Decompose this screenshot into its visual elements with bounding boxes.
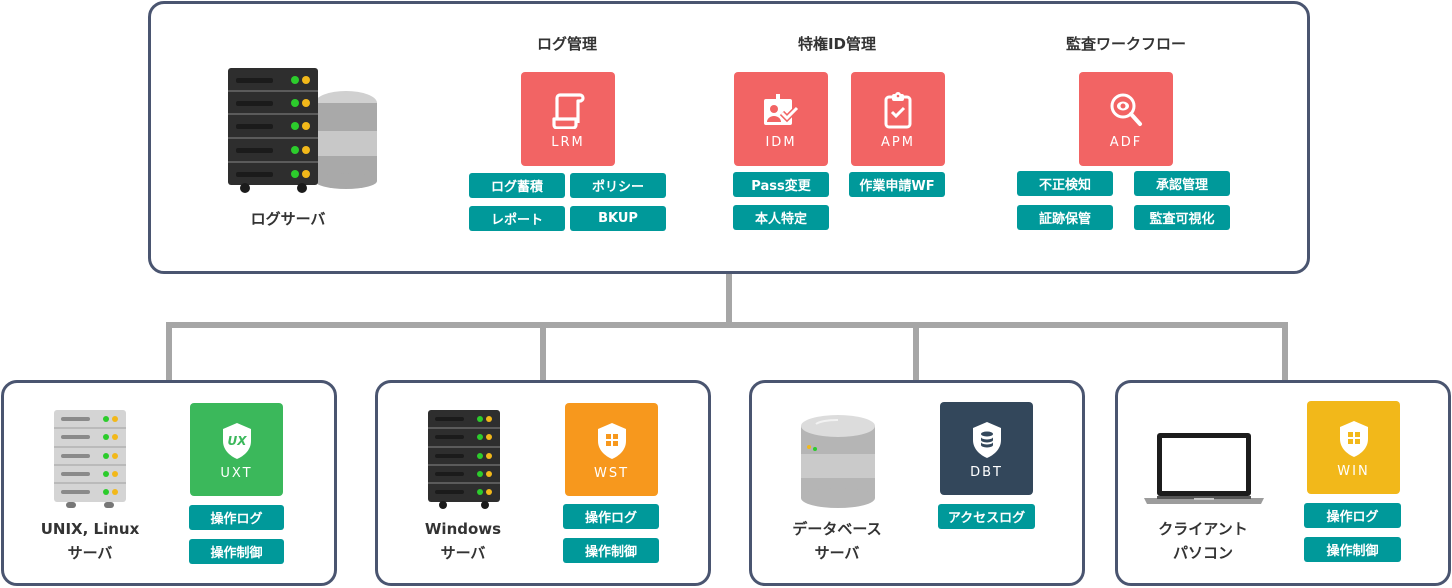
product-apm[interactable]: APM	[851, 72, 945, 166]
product-lrm[interactable]: LRM	[521, 72, 615, 166]
shield-windows-icon	[592, 421, 632, 461]
connector-trunk	[726, 272, 732, 328]
product-idm[interactable]: IDM	[734, 72, 828, 166]
product-code: IDM	[765, 135, 797, 150]
unix-server-label: UNIX, Linux サーバ	[40, 520, 140, 562]
log-server-icon	[228, 68, 378, 194]
shield-database-icon	[967, 420, 1007, 460]
product-code: APM	[881, 135, 915, 150]
product-uxt[interactable]: UX UXT	[190, 403, 283, 496]
windows-server-icon	[428, 410, 500, 514]
tag-work-request-wf: 作業申請WF	[849, 172, 945, 197]
unix-server-icon	[54, 410, 126, 514]
tag-log-accumulation: ログ蓄積	[469, 173, 565, 198]
connector-drop-1	[166, 322, 172, 382]
laptop-icon	[1142, 432, 1266, 512]
connector-drop-4	[1282, 322, 1288, 382]
tag-operation-control: 操作制御	[563, 538, 659, 563]
product-dbt[interactable]: DBT	[940, 402, 1033, 495]
product-win[interactable]: WIN	[1307, 401, 1400, 494]
database-server-icon	[800, 414, 876, 514]
clipboard-check-icon	[878, 90, 918, 130]
connector-drop-3	[913, 322, 919, 382]
id-card-check-icon	[761, 90, 801, 130]
database-server-label: データベース サーバ	[792, 520, 882, 562]
product-code: UXT	[220, 466, 253, 481]
tag-operation-control: 操作制御	[189, 539, 284, 564]
shield-ux-icon: UX	[217, 421, 257, 461]
tag-policy: ポリシー	[570, 173, 666, 198]
product-code: WIN	[1337, 464, 1370, 479]
product-code: LRM	[551, 135, 585, 150]
connector-bus	[166, 322, 1288, 328]
tag-operation-log: 操作ログ	[189, 505, 284, 530]
product-wst[interactable]: WST	[565, 403, 658, 496]
tag-audit-visualization: 監査可視化	[1134, 205, 1230, 230]
tag-access-log: アクセスログ	[938, 504, 1035, 529]
product-adf[interactable]: ADF	[1079, 72, 1173, 166]
product-code: WST	[593, 466, 630, 481]
log-server-label: ログサーバ	[250, 210, 326, 228]
tag-evidence-storage: 証跡保管	[1017, 205, 1113, 230]
tag-backup: BKUP	[570, 206, 666, 231]
scroll-icon	[548, 90, 588, 130]
client-pc-label: クライアント パソコン	[1158, 520, 1248, 562]
group-title-audit-workflow: 監査ワークフロー	[1065, 35, 1186, 53]
svg-text:UX: UX	[227, 434, 247, 448]
connector-drop-2	[540, 322, 546, 382]
windows-server-label: Windows サーバ	[424, 520, 502, 562]
magnifier-eye-icon	[1106, 90, 1146, 130]
tag-operation-log: 操作ログ	[1304, 503, 1401, 528]
tag-approval-management: 承認管理	[1134, 171, 1230, 196]
tag-fraud-detection: 不正検知	[1017, 171, 1113, 196]
group-title-privileged-id: 特権ID管理	[797, 35, 877, 53]
tag-operation-log: 操作ログ	[563, 504, 659, 529]
shield-windows-icon	[1334, 419, 1374, 459]
tag-identity: 本人特定	[733, 205, 829, 230]
tag-report: レポート	[469, 206, 565, 231]
product-code: DBT	[970, 465, 1003, 480]
group-title-log-management: ログ管理	[536, 35, 597, 53]
product-code: ADF	[1109, 135, 1143, 150]
tag-pass-change: Pass変更	[733, 172, 829, 197]
tag-operation-control: 操作制御	[1304, 537, 1401, 562]
